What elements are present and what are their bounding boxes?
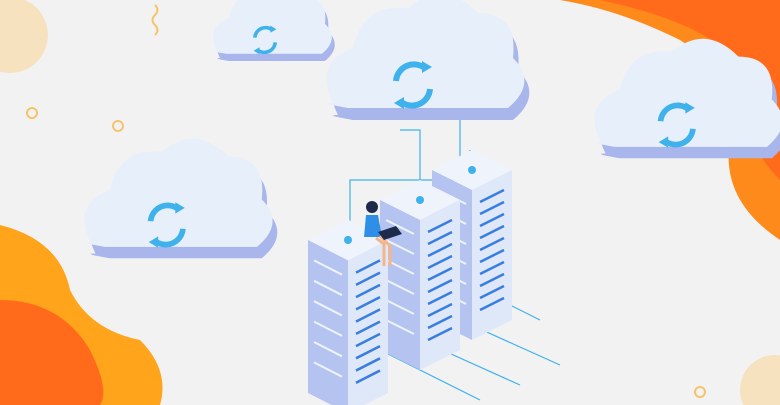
cloud-sync-icon-left <box>84 139 277 259</box>
orange-blob-top-right-light <box>600 0 780 180</box>
yellow-circle-top-left <box>0 0 48 73</box>
person-with-laptop-icon <box>364 201 402 266</box>
decor-ring <box>26 107 38 119</box>
server-icon-front <box>306 218 390 405</box>
orange-blob-bottom-left-dark <box>0 300 104 405</box>
cloud-sync-icon-center <box>326 0 529 120</box>
cloud-sync-icon-top <box>211 0 337 63</box>
yellow-circle-bottom-right <box>740 355 780 405</box>
decor-squiggle <box>151 4 159 36</box>
decor-ring <box>112 120 124 132</box>
decor-ring <box>694 386 706 398</box>
server-icon-middle <box>378 178 462 372</box>
